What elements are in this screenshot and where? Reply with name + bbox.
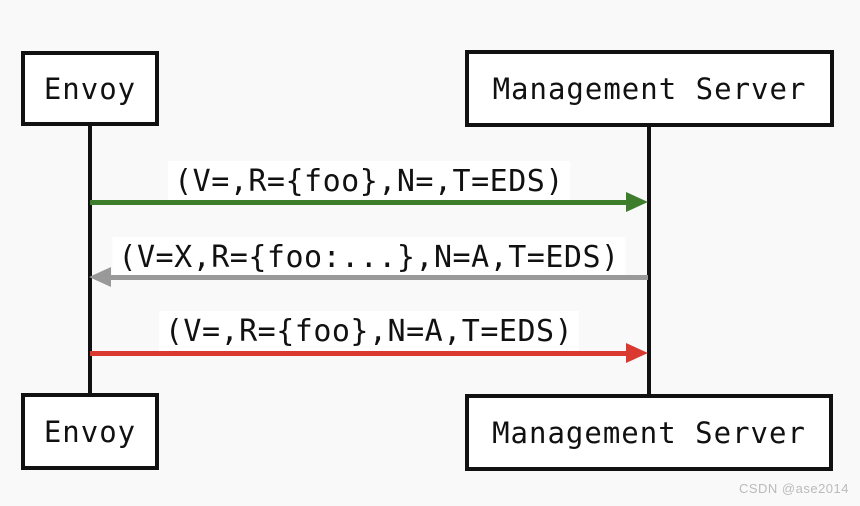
actor-label-envoy-bottom: Envoy — [43, 414, 137, 449]
lifeline-envoy — [88, 124, 92, 395]
message-label: (V=,R={foo},N=,T=EDS) — [168, 161, 570, 202]
arrowhead-left-icon — [89, 267, 111, 287]
actor-label-management-server-bottom: Management Server — [492, 415, 806, 450]
arrowhead-right-icon — [626, 192, 648, 212]
actor-label-management-server-top: Management Server — [492, 71, 807, 106]
actor-box-envoy-top: Envoy — [21, 51, 159, 126]
message-line — [111, 275, 648, 280]
arrowhead-right-icon — [626, 343, 648, 363]
watermark: CSDN @ase2014 — [738, 481, 849, 496]
lifeline-management-server — [647, 125, 651, 396]
message-line — [90, 351, 627, 356]
message-line — [90, 200, 627, 205]
actor-box-envoy-bottom: Envoy — [21, 393, 159, 470]
actor-box-management-server-bottom: Management Server — [465, 394, 833, 471]
actor-box-management-server-top: Management Server — [465, 50, 834, 127]
actor-label-envoy-top: Envoy — [43, 71, 137, 106]
message-label: (V=X,R={foo:...},N=A,T=EDS) — [112, 237, 626, 278]
message-label: (V=,R={foo},N=A,T=EDS) — [158, 311, 580, 352]
